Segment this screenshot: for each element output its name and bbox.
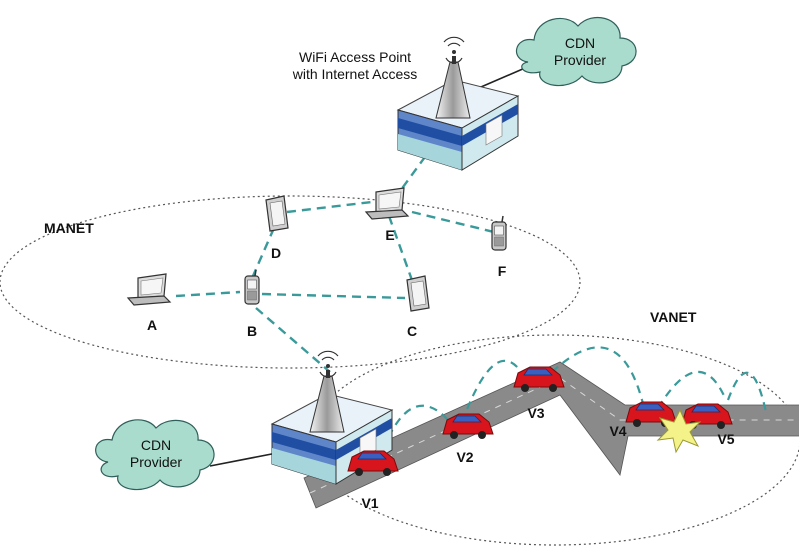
laptop-icon [365, 187, 409, 220]
node-label-a: A [147, 317, 157, 333]
cdn-label-bottom-1: CDN [141, 437, 171, 453]
tablet-icon [265, 195, 289, 232]
vehicle-label-v2: V2 [456, 449, 473, 465]
cdn-label-bottom-2: Provider [130, 454, 182, 470]
laptop-icon [127, 273, 171, 306]
wifi-access-point-building [397, 36, 519, 171]
cdn-label-top-1: CDN [565, 35, 595, 51]
node-label-c: C [407, 323, 417, 339]
manet-label: MANET [44, 220, 94, 236]
node-label-f: F [498, 263, 507, 279]
node-label-e: E [385, 227, 394, 243]
vehicle-label-v1: V1 [361, 495, 378, 511]
vehicle-label-v3: V3 [527, 405, 544, 421]
cdn-cloud-bottom: CDN Provider [95, 419, 215, 491]
vehicle-label-v5: V5 [717, 431, 734, 447]
cdn-label-top-2: Provider [554, 52, 606, 68]
manet-boundary [0, 195, 581, 369]
collision-icon [656, 408, 702, 454]
cdn-cloud-top: CDN Provider [516, 16, 637, 87]
access-point-label-2: with Internet Access [292, 66, 418, 82]
wireless-links [175, 119, 768, 467]
vanet-label: VANET [650, 309, 697, 325]
phone-icon [244, 269, 260, 305]
access-point-label-1: WiFi Access Point [299, 49, 411, 65]
vehicle-label-v4: V4 [609, 423, 626, 439]
node-label-d: D [271, 245, 281, 261]
phone-icon [491, 215, 507, 251]
cable-top [473, 67, 526, 91]
tablet-icon [406, 275, 430, 312]
node-label-b: B [247, 323, 257, 339]
cable-bottom [209, 451, 283, 467]
